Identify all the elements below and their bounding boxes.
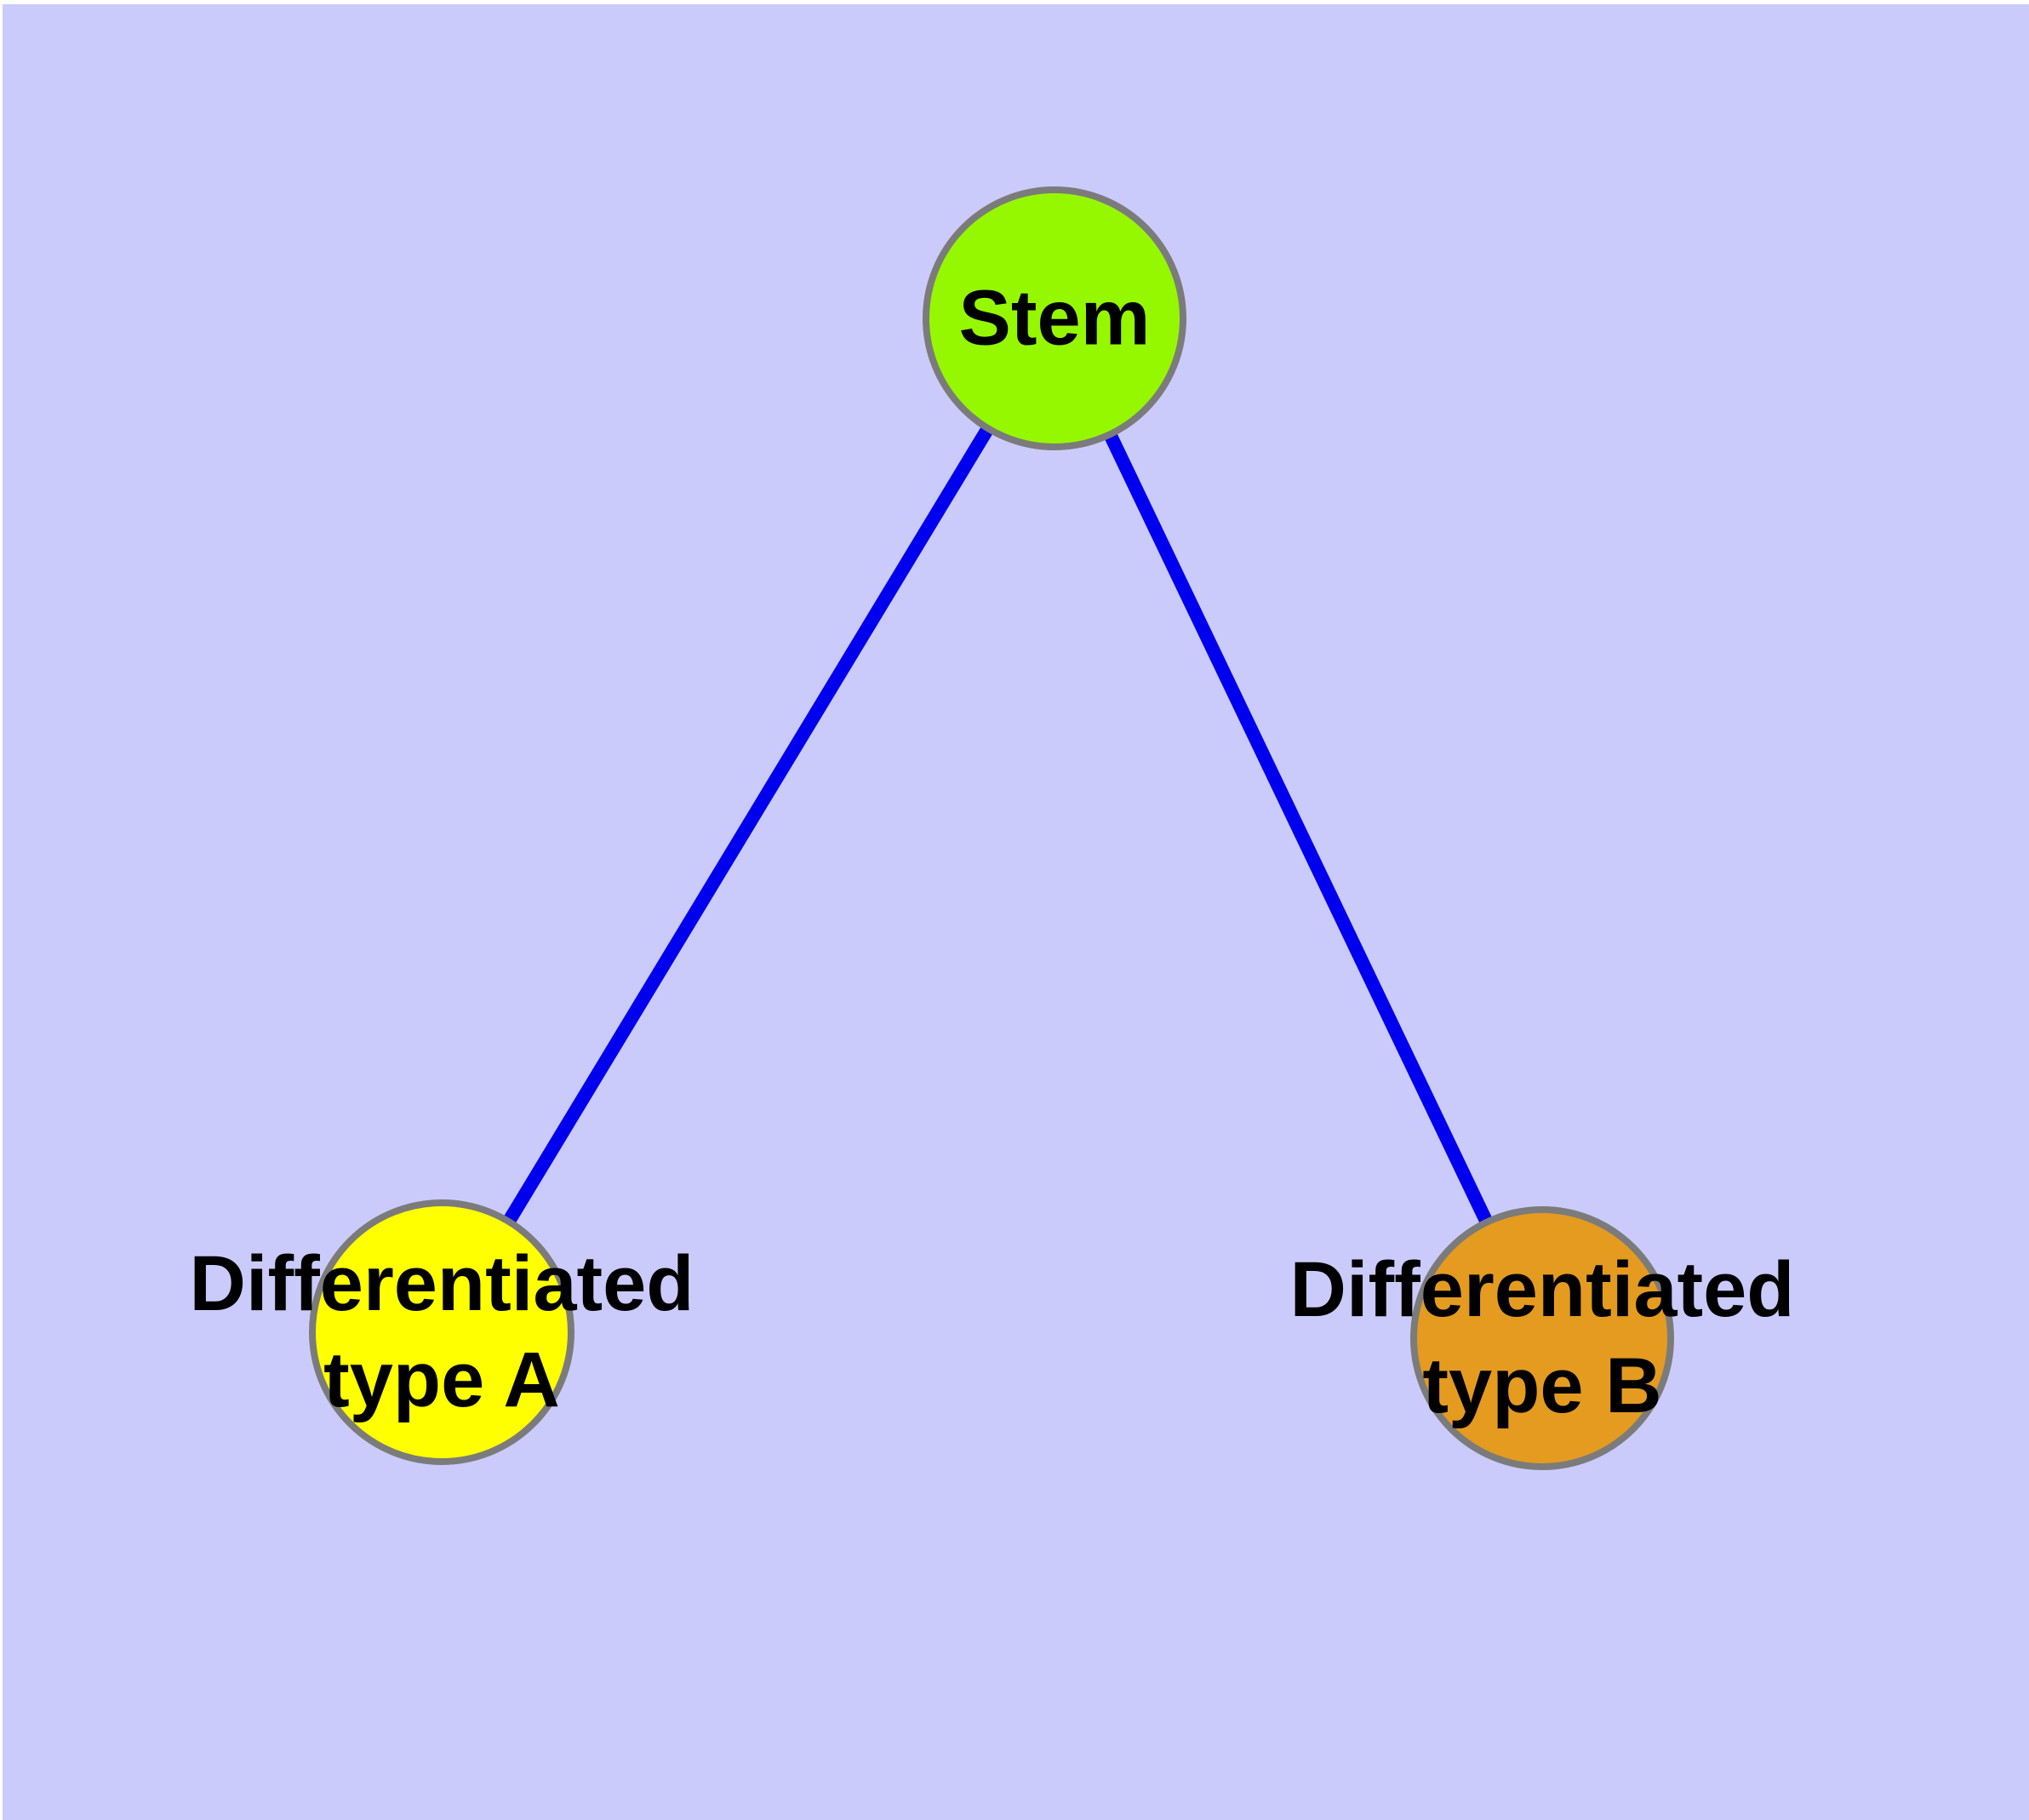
edge-stem-to-diff-b [1048, 315, 1549, 1342]
left-margin-strip [0, 0, 3, 1820]
node-diff-b-circle [1410, 1206, 1674, 1470]
node-stem-circle [923, 186, 1186, 450]
node-diff-a-circle [309, 1199, 574, 1465]
top-margin-strip [0, 0, 2029, 4]
edge-stem-to-diff-a [436, 314, 1060, 1336]
